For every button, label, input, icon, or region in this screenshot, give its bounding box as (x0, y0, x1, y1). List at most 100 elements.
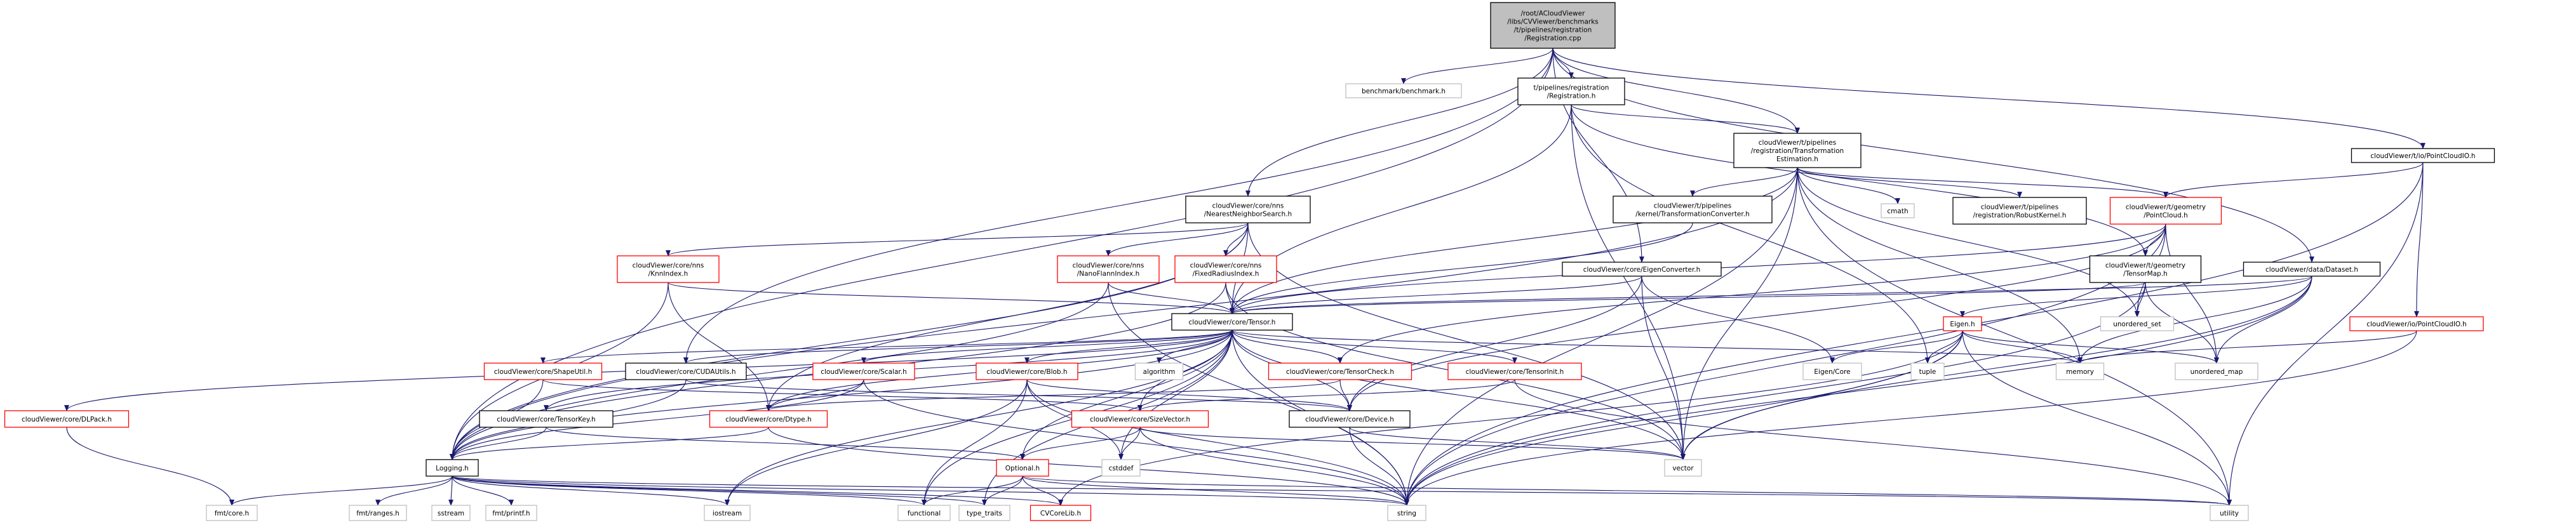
edge-nanoflann-to-tensor (1108, 282, 1235, 314)
node-transest[interactable]: cloudViewer/t/pipelines/registration/Tra… (1733, 133, 1862, 168)
node-box (2109, 197, 2222, 225)
node-label: cloudViewer/core/SizeVector.h (1090, 416, 1190, 423)
edge-eigen_h-to-eigencore (1830, 330, 1963, 364)
node-label: /registration/RobustKernel.h (1973, 212, 2067, 220)
edge-eigen_h-to-memory (1962, 330, 2083, 364)
edge-logging-to-sstream (448, 475, 453, 506)
node-box (2089, 255, 2202, 283)
node-scalar[interactable]: cloudViewer/core/Scalar.h (812, 362, 915, 380)
node-label: Logging.h (436, 465, 469, 472)
node-device[interactable]: cloudViewer/core/Device.h (1289, 410, 1411, 428)
node-type_traits: type_traits (958, 505, 1010, 521)
node-label: /kernel/TransformationConverter.h (1635, 211, 1750, 218)
edge-sizevector-to-optional (1020, 427, 1141, 460)
node-pcio_t[interactable]: cloudViewer/t/io/PointCloudIO.h (2351, 148, 2495, 163)
edge-reg_h-to-tuple (1571, 104, 1930, 364)
node-eigencore: Eigen/Core (1802, 362, 1862, 380)
edge-reg_h-to-tensormap (1571, 104, 2148, 256)
edge-tensor-to-optional (1020, 329, 1233, 460)
node-label: fmt/core.h (215, 510, 249, 517)
node-root[interactable]: /root/ACloudViewer/libs/CVViewer/benchma… (1490, 2, 1616, 49)
node-eigen_h[interactable]: Eigen.h (1943, 316, 1982, 331)
node-label: benchmark/benchmark.h (1362, 88, 1446, 95)
node-box (479, 410, 614, 428)
node-label: cloudViewer/t/io/PointCloudIO.h (2370, 152, 2475, 160)
node-sizevector[interactable]: cloudViewer/core/SizeVector.h (1071, 410, 1209, 428)
node-tensorcheck[interactable]: cloudViewer/core/TensorCheck.h (1268, 362, 1412, 380)
node-reg_h[interactable]: t/pipelines/registration/Registration.h (1517, 77, 1625, 105)
edge-optional-to-type_traits (982, 475, 1023, 506)
node-label: /root/ACloudViewer (1521, 10, 1585, 18)
node-label: t/pipelines/registration (1534, 84, 1609, 92)
edge-scalar-to-string (863, 379, 1409, 506)
node-box (2210, 505, 2249, 521)
edge-tensorinit-to-sizevector (1137, 379, 1515, 411)
node-fixedradius[interactable]: cloudViewer/core/nns/FixedRadiusIndex.h (1174, 255, 1277, 283)
node-pcio[interactable]: cloudViewer/io/PointCloudIO.h (2349, 316, 2484, 331)
edge-pcio-to-memory (2077, 330, 2417, 364)
edge-reg_h-to-vector (1571, 104, 1686, 460)
node-dlpack[interactable]: cloudViewer/core/DLPack.h (4, 410, 130, 428)
node-cvcorelib[interactable]: CVCoreLib.h (1030, 505, 1092, 521)
edge-logging-to-string (452, 475, 1409, 506)
node-box (1733, 133, 1862, 168)
edge-dtype-to-string (768, 427, 1409, 506)
edge-tensorkey-to-logging (450, 427, 547, 460)
node-shapeutil[interactable]: cloudViewer/core/ShapeUtil.h (483, 362, 603, 380)
node-label: type_traits (967, 510, 1002, 517)
node-label: /Registration.h (1547, 93, 1596, 100)
edge-transest-to-utility (1797, 167, 2232, 506)
node-box (426, 459, 479, 477)
node-utility: utility (2210, 505, 2249, 521)
edge-logging-to-fmtranges (375, 475, 453, 506)
node-tensor[interactable]: cloudViewer/core/Tensor.h (1171, 313, 1293, 331)
edge-tensorkey-to-optional (546, 427, 1025, 460)
node-logging[interactable]: Logging.h (426, 459, 479, 477)
node-nns[interactable]: cloudViewer/core/nns/NearestNeighborSear… (1185, 196, 1311, 223)
edge-sizevector-to-cstddef (1118, 427, 1141, 460)
node-box (1910, 362, 1945, 380)
node-knn[interactable]: cloudViewer/core/nns/KnnIndex.h (617, 255, 720, 283)
node-box (625, 362, 747, 380)
node-tpointcloud[interactable]: cloudViewer/t/geometry/PointCloud.h (2109, 197, 2222, 225)
node-tuple: tuple (1910, 362, 1945, 380)
edge-tpointcloud-to-unordered_map (2165, 223, 2219, 364)
edge-dtype-to-logging (450, 427, 769, 460)
node-box (709, 410, 828, 428)
edge-pcio_t-to-utility (2227, 162, 2424, 506)
node-dtype[interactable]: cloudViewer/core/Dtype.h (709, 410, 828, 428)
node-functional: functional (897, 505, 951, 521)
node-label: fmt/ranges.h (356, 510, 399, 517)
node-blob[interactable]: cloudViewer/core/Blob.h (976, 362, 1078, 380)
edge-pcio_t-to-string (1404, 162, 2424, 506)
edge-logging-to-functional (452, 475, 927, 506)
node-label: cloudViewer/io/PointCloudIO.h (2366, 321, 2467, 328)
edge-tensorcheck-to-dtype (766, 379, 1341, 411)
node-label: sstream (438, 510, 464, 517)
node-eigenconv[interactable]: cloudViewer/core/EigenConverter.h (1562, 262, 1722, 277)
node-nanoflann[interactable]: cloudViewer/core/nns/NanoFlannIndex.h (1057, 255, 1160, 283)
node-tensorinit[interactable]: cloudViewer/core/TensorInit.h (1447, 362, 1582, 380)
node-label: Optional.h (1005, 465, 1040, 472)
node-box (2351, 148, 2495, 163)
node-label: cloudViewer/t/geometry (2105, 262, 2185, 270)
node-box (1952, 197, 2087, 225)
node-label: cloudViewer/core/CUDAUtils.h (636, 368, 735, 376)
node-label: cloudViewer/t/pipelines (1654, 203, 1731, 210)
node-kernelconv[interactable]: cloudViewer/t/pipelines/kernel/Transform… (1613, 196, 1773, 223)
node-optional[interactable]: Optional.h (996, 459, 1049, 477)
node-tensorkey[interactable]: cloudViewer/core/TensorKey.h (479, 410, 614, 428)
edge-shapeutil-to-sizevector (542, 379, 1143, 411)
node-box (1490, 2, 1616, 49)
edge-eigen_h-to-utility (1962, 330, 2232, 506)
node-cudautils[interactable]: cloudViewer/core/CUDAUtils.h (625, 362, 747, 380)
node-dataset[interactable]: cloudViewer/data/Dataset.h (2243, 262, 2381, 277)
node-tensormap[interactable]: cloudViewer/t/geometry/TensorMap.h (2089, 255, 2202, 283)
node-label: cmath (1887, 208, 1908, 215)
edge-device-to-string (1349, 427, 1409, 506)
node-box (1387, 505, 1426, 521)
node-robust[interactable]: cloudViewer/t/pipelines/registration/Rob… (1952, 197, 2087, 225)
node-box (4, 410, 130, 428)
edge-tensor-to-iostream (725, 329, 1233, 506)
node-label: cloudViewer/core/nns (1212, 203, 1284, 210)
